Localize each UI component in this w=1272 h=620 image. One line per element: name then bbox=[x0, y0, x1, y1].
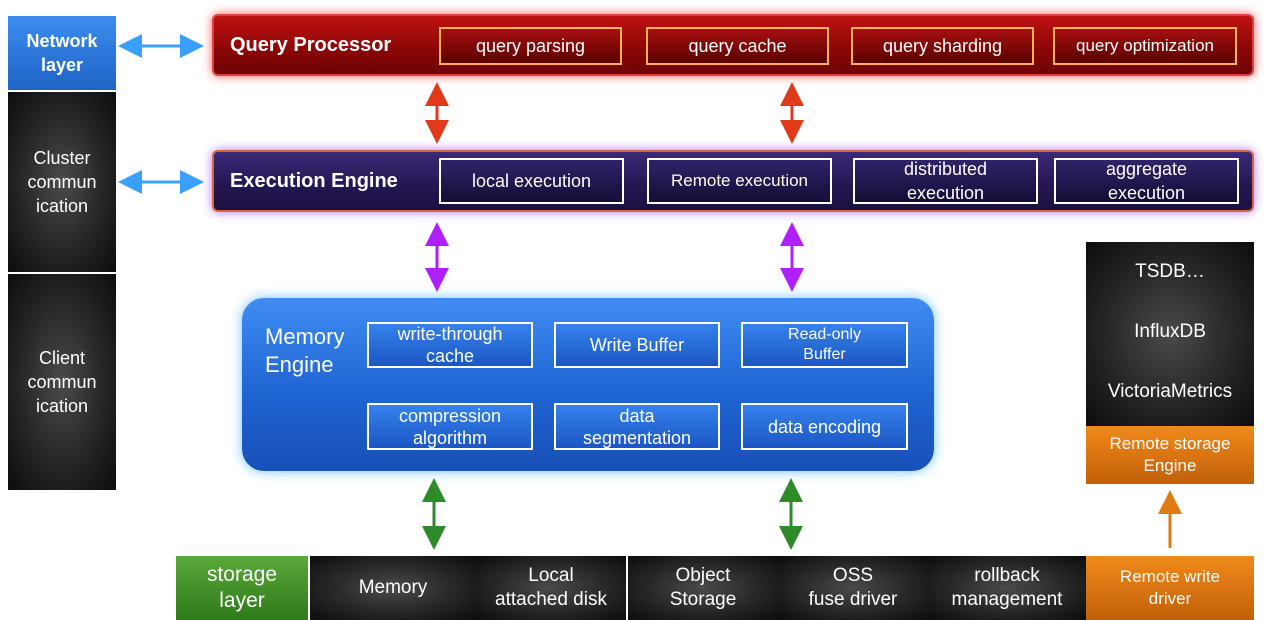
memory-engine-title-line-1: Memory bbox=[265, 324, 345, 349]
query-cache-box: query cache bbox=[646, 27, 829, 65]
storage-local-disk-block: Local attached disk bbox=[476, 556, 626, 620]
remote-storage-engine-line-1: Remote storage bbox=[1109, 434, 1231, 453]
cluster-communication-block: Cluster commun ication bbox=[8, 92, 116, 272]
distributed-execution-line-1: distributed bbox=[903, 159, 988, 179]
client-line-3: ication bbox=[35, 396, 89, 416]
client-communication-block: Client commun ication bbox=[8, 274, 116, 490]
compression-algorithm-box: compression algorithm bbox=[367, 403, 533, 450]
query-parsing-label: query parsing bbox=[475, 35, 586, 56]
data-segmentation-line-1: data bbox=[619, 405, 655, 426]
memory-engine-title: Memory Engine bbox=[265, 323, 344, 379]
data-segmentation-line-2: segmentation bbox=[582, 427, 692, 448]
storage-rollback-line-2: management bbox=[951, 589, 1063, 610]
query-cache-label: query cache bbox=[688, 35, 787, 56]
query-optimization-label: query optimization bbox=[1076, 36, 1214, 55]
cluster-line-3: ication bbox=[35, 196, 89, 216]
aggregate-execution-box: aggregate execution bbox=[1054, 158, 1239, 204]
storage-memory-block: Memory bbox=[310, 556, 476, 620]
remote-storage-engine-block: Remote storage Engine bbox=[1086, 426, 1254, 484]
storage-layer-block: storage layer bbox=[176, 556, 308, 620]
remote-write-driver-line-1: Remote write bbox=[1119, 567, 1221, 586]
storage-object-storage-line-2: Storage bbox=[669, 589, 737, 610]
network-layer-block: Network layer bbox=[8, 16, 116, 90]
client-line-2: commun bbox=[27, 372, 97, 392]
distributed-execution-box: distributed execution bbox=[853, 158, 1038, 204]
query-parsing-box: query parsing bbox=[439, 27, 622, 65]
storage-rollback-line-1: rollback bbox=[974, 565, 1040, 586]
memory-engine-title-line-2: Engine bbox=[265, 352, 334, 377]
remote-write-driver-block: Remote write driver bbox=[1086, 556, 1254, 620]
read-only-buffer-box: Read-only Buffer bbox=[741, 322, 908, 368]
write-through-cache-box: write-through cache bbox=[367, 322, 533, 368]
query-processor-title: Query Processor bbox=[230, 34, 392, 56]
write-buffer-box: Write Buffer bbox=[554, 322, 720, 368]
storage-oss-fuse-block: OSS fuse driver bbox=[778, 556, 928, 620]
storage-local-disk-line-1: Local bbox=[528, 565, 574, 586]
local-execution-label: local execution bbox=[471, 171, 592, 191]
aggregate-execution-line-2: execution bbox=[1107, 183, 1186, 203]
storage-local-disk-line-2: attached disk bbox=[495, 589, 607, 610]
storage-oss-fuse-line-1: OSS bbox=[832, 565, 874, 586]
query-optimization-box: query optimization bbox=[1053, 27, 1237, 65]
read-only-buffer-line-2: Buffer bbox=[803, 346, 846, 363]
write-buffer-label: Write Buffer bbox=[589, 335, 685, 355]
network-layer-label: Network layer bbox=[26, 31, 98, 75]
remote-db-tsdb: TSDB… bbox=[1135, 261, 1205, 282]
query-sharding-box: query sharding bbox=[851, 27, 1034, 65]
storage-layer-line-2: layer bbox=[219, 589, 265, 612]
data-segmentation-box: data segmentation bbox=[554, 403, 720, 450]
remote-execution-box: Remote execution bbox=[647, 158, 832, 204]
client-line-1: Client bbox=[38, 348, 86, 368]
remote-execution-label: Remote execution bbox=[670, 171, 809, 190]
storage-object-storage-block: Object Storage bbox=[628, 556, 778, 620]
remote-db-victoriametrics: VictoriaMetrics bbox=[1107, 381, 1233, 402]
storage-oss-fuse-line-2: fuse driver bbox=[808, 589, 898, 610]
write-through-cache-line-1: write-through bbox=[397, 324, 503, 344]
cluster-line-1: Cluster bbox=[33, 148, 91, 168]
compression-algorithm-line-1: compression bbox=[398, 405, 502, 426]
distributed-execution-line-2: execution bbox=[906, 183, 985, 203]
storage-rollback-block: rollback management bbox=[928, 556, 1086, 620]
write-through-cache-line-2: cache bbox=[425, 346, 475, 366]
remote-write-driver-line-2: driver bbox=[1148, 589, 1192, 608]
storage-memory-label: Memory bbox=[358, 577, 428, 598]
data-encoding-label: data encoding bbox=[767, 416, 882, 437]
remote-databases-block: TSDB… InfluxDB VictoriaMetrics bbox=[1086, 242, 1254, 426]
remote-db-influxdb: InfluxDB bbox=[1134, 321, 1206, 342]
local-execution-box: local execution bbox=[439, 158, 624, 204]
cluster-line-2: commun bbox=[27, 172, 97, 192]
storage-layer-line-1: storage bbox=[206, 563, 278, 586]
remote-storage-engine-line-2: Engine bbox=[1143, 456, 1197, 475]
execution-engine-title: Execution Engine bbox=[230, 170, 398, 192]
compression-algorithm-line-2: algorithm bbox=[412, 427, 487, 448]
storage-object-storage-line-1: Object bbox=[675, 565, 731, 586]
aggregate-execution-line-1: aggregate bbox=[1105, 159, 1188, 179]
data-encoding-box: data encoding bbox=[741, 403, 908, 450]
read-only-buffer-line-1: Read-only bbox=[788, 326, 861, 343]
query-sharding-label: query sharding bbox=[882, 35, 1003, 56]
